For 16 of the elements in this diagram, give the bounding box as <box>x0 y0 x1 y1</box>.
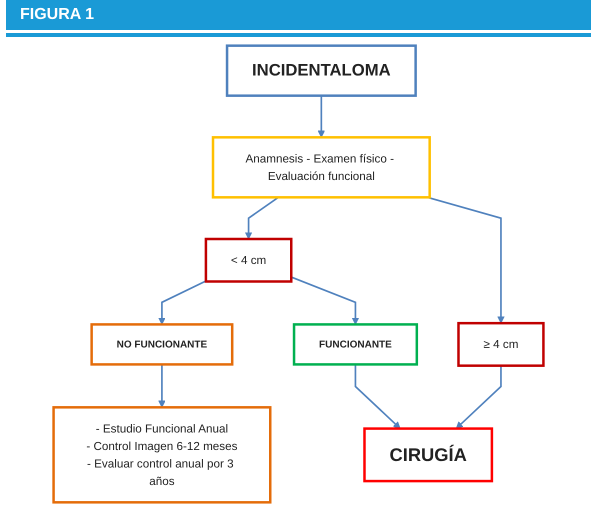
arrow <box>158 280 206 325</box>
node-box: FUNCIONANTE <box>292 323 418 366</box>
node-box: ≥ 4 cm <box>457 322 545 367</box>
node-box: Anamnesis - Examen físico - Evaluación funcional <box>212 136 431 199</box>
arrow <box>158 364 166 408</box>
arrow <box>290 276 360 325</box>
arrow <box>244 196 279 240</box>
node-box: INCIDENTALOMA <box>226 44 417 97</box>
arrow <box>318 96 325 138</box>
node-box: NO FUNCIONANTE <box>90 323 234 366</box>
node-box: CIRUGÍA <box>363 427 494 482</box>
node-box: < 4 cm <box>204 238 292 283</box>
arrow <box>427 196 505 324</box>
node-box: - Estudio Funcional Anual - Control Imagen 6-12 meses - Evaluar control anual por 3 años <box>52 406 272 504</box>
arrow <box>456 366 502 429</box>
arrow <box>354 364 401 429</box>
